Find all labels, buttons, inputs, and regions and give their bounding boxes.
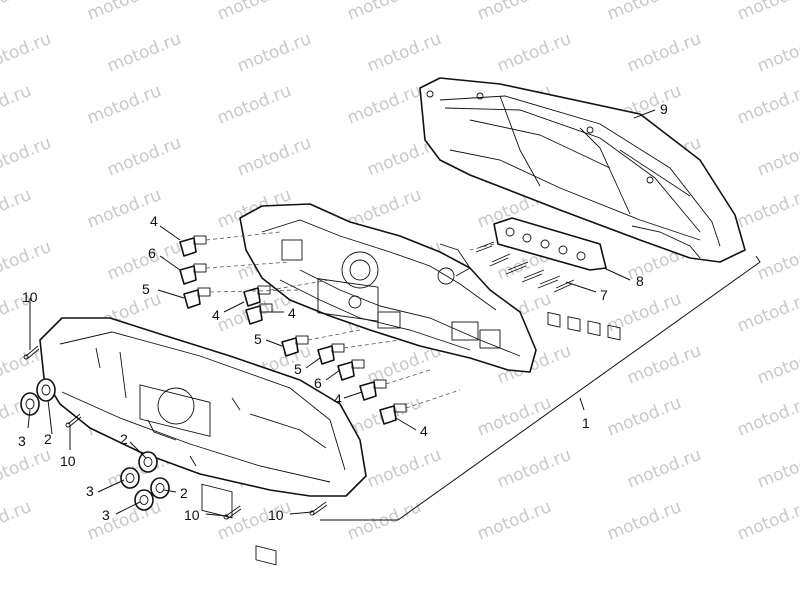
bulbs-part: [475, 241, 575, 293]
rear-housing-part: [419, 77, 746, 341]
watermark-text: motod.ru: [734, 393, 800, 441]
callout-5: 5: [254, 331, 262, 347]
watermark-text: motod.ru: [494, 445, 574, 493]
watermark-text: motod.ru: [624, 341, 704, 389]
watermark-text: motod.ru: [734, 0, 800, 25]
watermark-text: motod.ru: [0, 29, 54, 77]
watermark-text: motod.ru: [344, 0, 424, 25]
watermark-text: motod.ru: [364, 29, 444, 77]
watermark-text: motod.ru: [84, 0, 164, 25]
watermark-text: motod.ru: [214, 0, 294, 25]
watermark-text: motod.ru: [84, 81, 164, 129]
callout-5: 5: [294, 361, 302, 377]
watermark-text: motod.ru: [734, 81, 800, 129]
watermark-text: motod.ru: [214, 81, 294, 129]
watermark-text: motod.ru: [624, 445, 704, 493]
callout-10: 10: [60, 453, 76, 469]
callout-10: 10: [22, 289, 38, 305]
watermark-text: motod.ru: [754, 237, 800, 285]
callout-4: 4: [420, 423, 428, 439]
indicator-strip-part: [493, 217, 607, 271]
callout-4: 4: [212, 307, 220, 323]
watermark-text: motod.ru: [104, 29, 184, 77]
watermark-text: motod.ru: [474, 0, 554, 25]
callout-10: 10: [268, 507, 284, 523]
callout-labels: 9 4 6 5 10 4 4 8 7 5 5 6 4 4 1 3 2 10 2 …: [18, 101, 668, 523]
front-housing-part: [39, 317, 367, 566]
watermark-text: motod.ru: [0, 185, 34, 233]
assembly-guide-lines: [205, 231, 495, 409]
callout-1: 1: [582, 415, 590, 431]
watermark-text: motod.ru: [0, 237, 54, 285]
screws-part: [23, 345, 328, 520]
callout-3: 3: [18, 433, 26, 449]
watermark-text: motod.ru: [494, 29, 574, 77]
watermark-text: motod.ru: [604, 289, 684, 337]
callout-4: 4: [150, 213, 158, 229]
watermark-text: motod.ru: [604, 393, 684, 441]
circuit-board-part: [239, 203, 537, 373]
callout-3: 3: [102, 507, 110, 523]
callout-2: 2: [120, 431, 128, 447]
watermark-text: motod.ru: [734, 497, 800, 545]
callout-7: 7: [600, 287, 608, 303]
watermark-text: motod.ru: [0, 133, 54, 181]
watermark-text: motod.ru: [0, 497, 34, 545]
watermark-text: motod.ru: [0, 81, 34, 129]
watermark-text: motod.ru: [234, 29, 314, 77]
callout-3: 3: [86, 483, 94, 499]
part-1-bracket: [320, 255, 761, 521]
watermark-text: motod.ru: [754, 341, 800, 389]
watermark-text: motod.ru: [754, 29, 800, 77]
callout-2: 2: [44, 431, 52, 447]
callout-4: 4: [288, 305, 296, 321]
watermark-text: motod.ru: [754, 133, 800, 181]
watermark-text: motod.ru: [344, 81, 424, 129]
watermark-text: motod.ru: [604, 497, 684, 545]
watermark-text: motod.ru: [0, 0, 34, 25]
watermark-text: motod.ru: [604, 0, 684, 25]
watermark-text: motod.ru: [734, 289, 800, 337]
callout-6: 6: [314, 375, 322, 391]
watermark-text: motod.ru: [104, 237, 184, 285]
watermark-text: motod.ru: [754, 445, 800, 493]
bulb-holders-part: [179, 235, 407, 425]
watermark-text: motod.ru: [104, 133, 184, 181]
watermark-text: motod.ru: [474, 497, 554, 545]
leader-lines: [27, 109, 656, 517]
callout-8: 8: [636, 273, 644, 289]
callout-10: 10: [184, 507, 200, 523]
watermark-text: motod.ru: [364, 445, 444, 493]
watermark-text: motod.ru: [0, 445, 54, 493]
callout-6: 6: [148, 245, 156, 261]
callout-9: 9: [660, 101, 668, 117]
grommets-part: [20, 378, 170, 511]
callout-4: 4: [334, 391, 342, 407]
watermark-text: motod.ru: [344, 497, 424, 545]
callout-5: 5: [142, 281, 150, 297]
watermark-text: motod.ru: [234, 133, 314, 181]
callout-2: 2: [180, 485, 188, 501]
watermark-text: motod.ru: [734, 185, 800, 233]
watermark-text: motod.ru: [624, 29, 704, 77]
